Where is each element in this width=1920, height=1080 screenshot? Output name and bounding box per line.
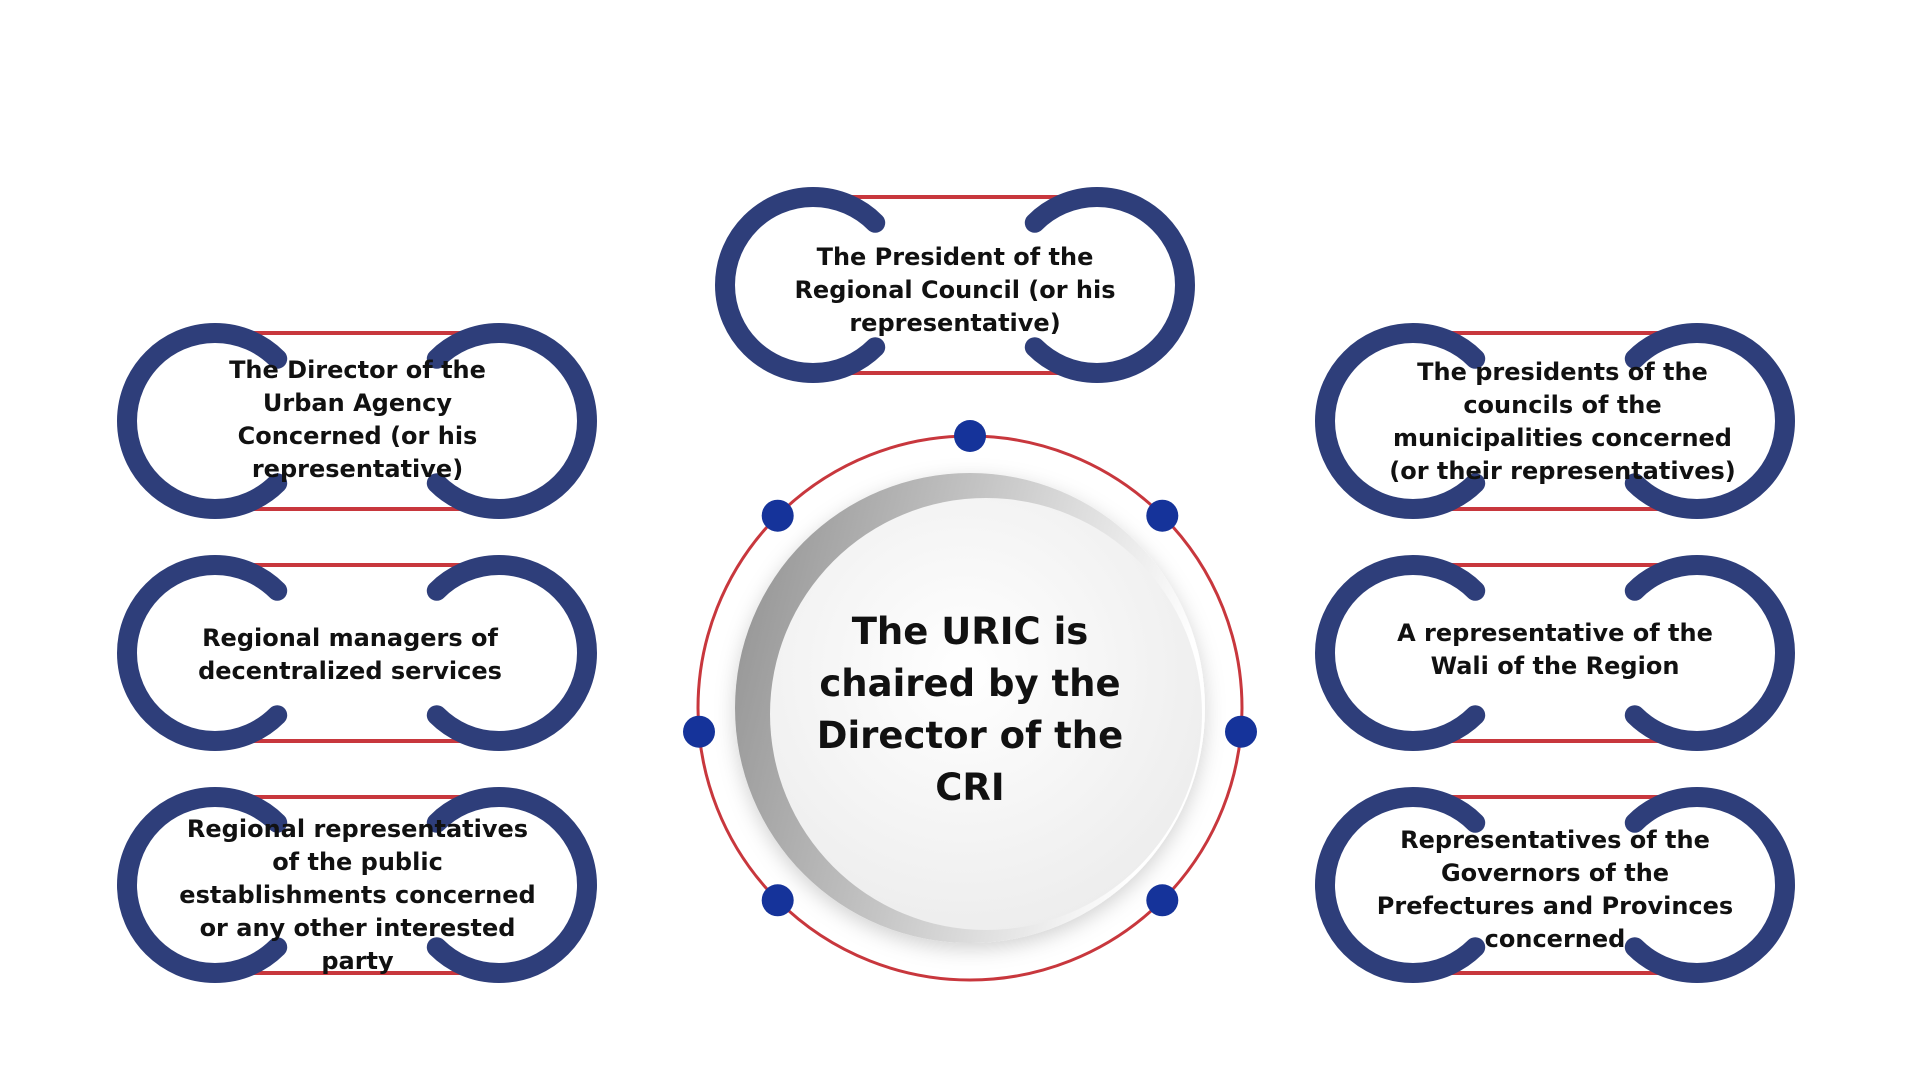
pill-left-arc: [1315, 787, 1486, 983]
member-pills: [117, 187, 1795, 983]
pill-right-arc: [1624, 323, 1795, 519]
member-right-1-pill: [1315, 323, 1795, 519]
member-top-text: The President of the Regional Council (o…: [794, 242, 1116, 337]
center-disc-face: [770, 498, 1202, 930]
member-right-3-text: Representatives of the Governors of the …: [1376, 826, 1734, 953]
pill-left-arc: [117, 323, 288, 519]
pill-left-arc: [117, 787, 288, 983]
pill-right-arc: [1624, 555, 1795, 751]
pill-left-arc: [1315, 555, 1486, 751]
ring-dot: [1146, 499, 1179, 532]
ring-dot: [1146, 884, 1179, 917]
pill-left-arc: [1315, 323, 1486, 519]
pill-right-arc: [1624, 787, 1795, 983]
ring-dots: [683, 420, 1257, 917]
member-left-3-pill: [117, 787, 597, 983]
pill-right-arc: [426, 787, 597, 983]
center-title: The URIC is chaired by the Director of t…: [816, 610, 1124, 809]
member-left-1-text: The Director of the Urban Agency Concern…: [229, 356, 486, 483]
pill-right-arc: [1024, 187, 1195, 383]
member-top-pill: [715, 187, 1195, 383]
member-left-2-text: Regional managers of decentralized servi…: [198, 624, 502, 685]
pill-right-arc: [426, 555, 597, 751]
member-left-2-pill: [117, 555, 597, 751]
ring-dot: [683, 715, 715, 748]
pill-left-arc: [715, 187, 886, 383]
pill-right-arc: [426, 323, 597, 519]
ring-dot: [761, 499, 794, 532]
member-right-3-pill: [1315, 787, 1795, 983]
ring-dot: [954, 420, 986, 452]
member-left-3-text: Regional representatives of the public e…: [179, 814, 536, 975]
member-right-1-text: The presidents of the councils of the mu…: [1389, 358, 1736, 485]
ring-dot: [761, 884, 794, 917]
member-right-2-text: A representative of the Wali of the Regi…: [1397, 619, 1713, 680]
ring-dot: [1225, 715, 1257, 748]
pill-left-arc: [117, 555, 288, 751]
member-right-2-pill: [1315, 555, 1795, 751]
member-left-1-pill: [117, 323, 597, 519]
